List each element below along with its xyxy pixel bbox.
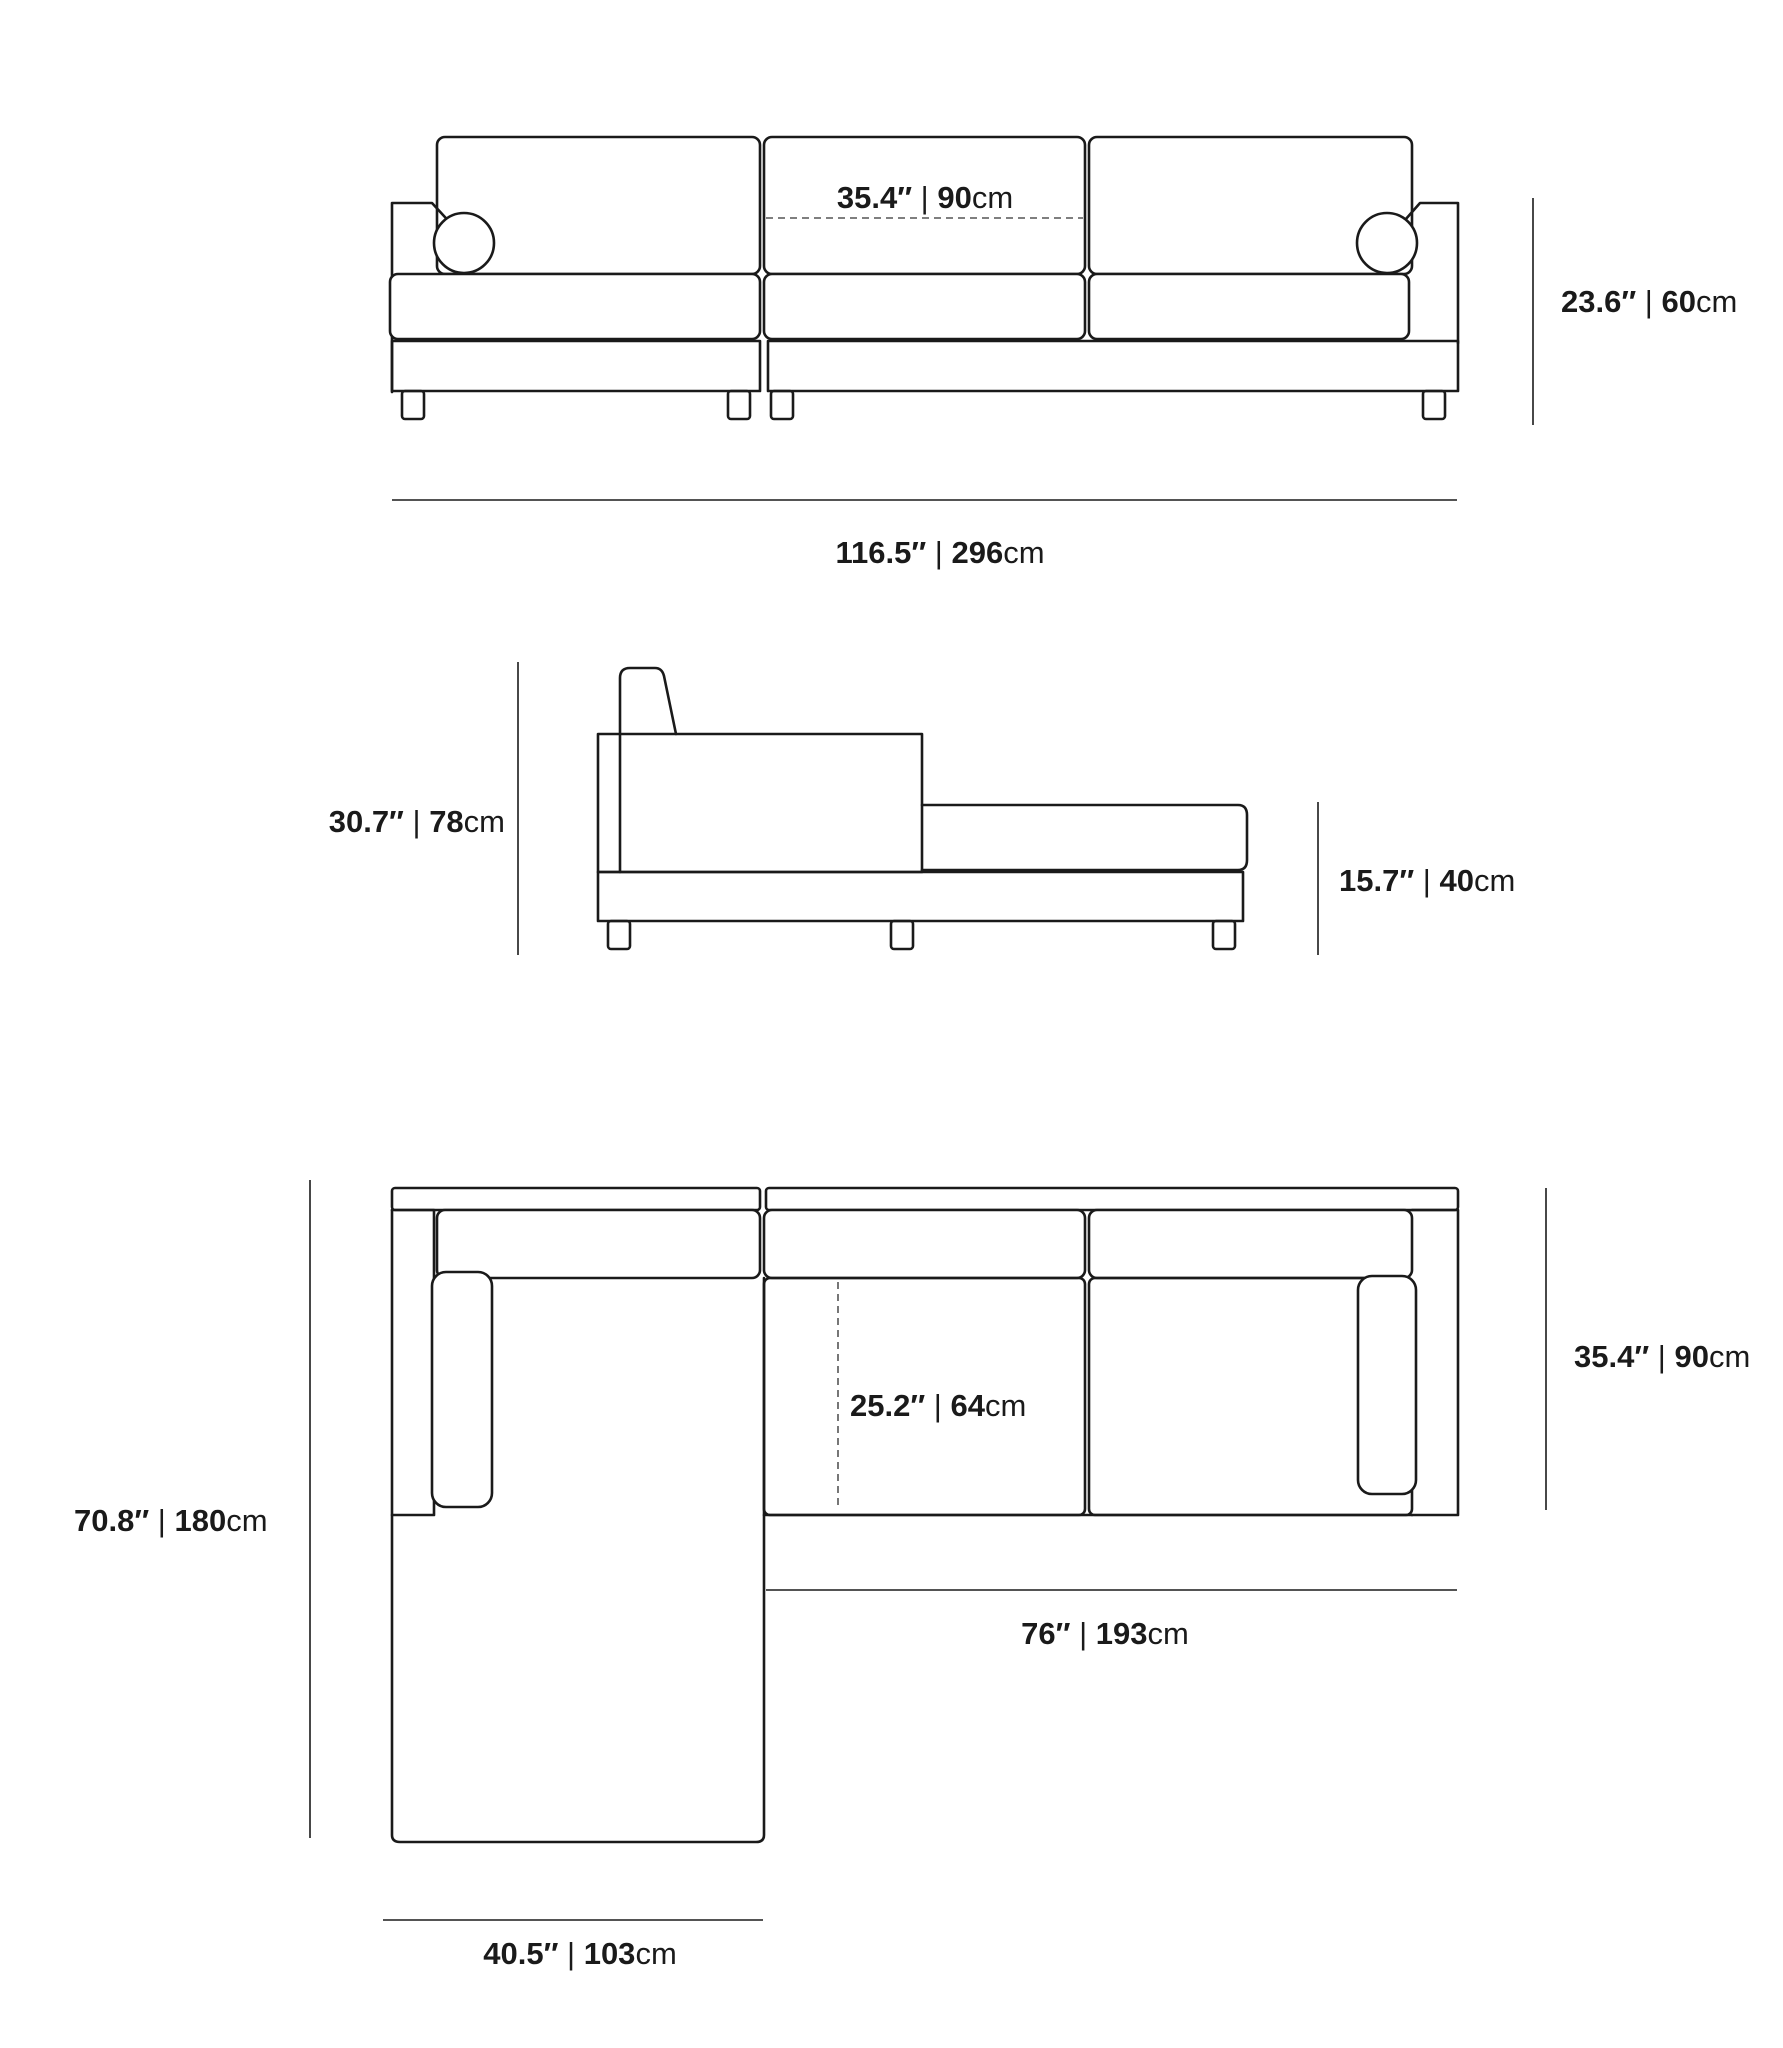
front-base-right — [766, 339, 1460, 393]
front-seat-cushion-middle — [762, 272, 1087, 341]
top-back-frame-right — [764, 1186, 1460, 1212]
front-bolster-right — [1355, 211, 1419, 275]
side-view: 30.7″ | 78cm 15.7″ | 40cm — [329, 662, 1515, 955]
top-seat-depth-label: 25.2″ | 64cm — [850, 1388, 1026, 1423]
side-leg-2 — [889, 919, 915, 951]
front-leg-3 — [769, 389, 795, 421]
top-right-arm — [1410, 1208, 1460, 1517]
front-seat-cushion-left — [388, 272, 762, 341]
side-seat-cushion — [920, 803, 1249, 872]
top-chaise-length-label: 70.8″ | 180cm — [74, 1503, 268, 1538]
front-right-arm — [1396, 201, 1460, 345]
front-bolster-left — [432, 211, 496, 275]
front-cushion-height-label: 35.4″ | 90cm — [837, 180, 1013, 215]
side-leg-3 — [1211, 919, 1237, 951]
front-leg-4 — [1421, 389, 1447, 421]
top-left-arm — [390, 1208, 436, 1517]
side-seat-height-label: 15.7″ | 40cm — [1339, 863, 1515, 898]
top-back-cushion-right — [1087, 1208, 1414, 1280]
top-bolster-right — [1356, 1274, 1418, 1496]
top-back-cushion-left — [435, 1208, 762, 1280]
front-leg-1 — [400, 389, 426, 421]
side-backrest — [618, 666, 678, 736]
top-chaise-width-label: 40.5″ | 103cm — [483, 1936, 677, 1971]
front-leg-2 — [726, 389, 752, 421]
top-bolster-left — [430, 1270, 494, 1509]
top-back-frame-left — [390, 1186, 762, 1212]
side-leg-1 — [606, 919, 632, 951]
top-sofa-width-label: 76″ | 193cm — [1021, 1616, 1189, 1651]
front-view: 35.4″ | 90cm 23.6″ | 60cm 116.5″ | 296cm — [388, 135, 1737, 570]
front-base-left — [390, 339, 762, 393]
front-seat-cushion-right — [1087, 272, 1411, 341]
side-arm-block — [596, 732, 924, 874]
side-height-label: 30.7″ | 78cm — [329, 804, 505, 839]
front-width-label: 116.5″ | 296cm — [835, 535, 1044, 570]
side-base — [596, 870, 1245, 923]
front-height-label: 23.6″ | 60cm — [1561, 284, 1737, 319]
top-chaise-outline — [390, 1208, 766, 1844]
top-depth-label: 35.4″ | 90cm — [1574, 1339, 1750, 1374]
top-view: 25.2″ | 64cm 35.4″ | 90cm 70.8″ | 180cm … — [74, 1180, 1750, 1971]
top-back-cushion-middle — [762, 1208, 1087, 1280]
top-seat-cushion-middle — [762, 1276, 1087, 1517]
